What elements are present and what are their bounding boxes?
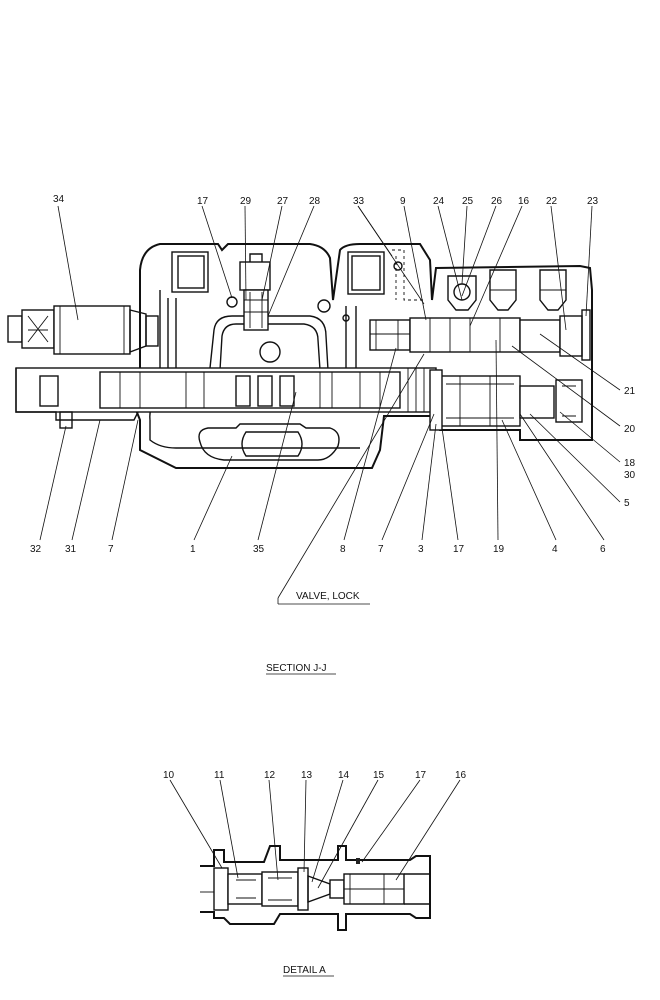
part-number: 19 — [493, 544, 505, 555]
part-number: 26 — [491, 196, 503, 207]
part-number: 7 — [108, 544, 114, 555]
part-number: 16 — [455, 770, 467, 781]
part-number: 3 — [418, 544, 424, 555]
part-number: 13 — [301, 770, 313, 781]
lock-valve-assembly — [369, 249, 591, 431]
part-number: 25 — [462, 196, 474, 207]
part-number: 33 — [353, 196, 365, 207]
part-number: 17 — [197, 196, 209, 207]
part-number: 12 — [264, 770, 276, 781]
part-number: 17 — [453, 544, 465, 555]
part-number: 21 — [624, 386, 636, 397]
leader-lines — [39, 205, 621, 889]
part-number: 15 — [373, 770, 385, 781]
part-number: 28 — [309, 196, 321, 207]
part-number: 8 — [340, 544, 346, 555]
part-number: 9 — [400, 196, 406, 207]
part-number: 5 — [624, 498, 630, 509]
valve-lock-callout: VALVE, LOCK — [296, 591, 360, 602]
part-number: 35 — [253, 544, 265, 555]
part-number: 29 — [240, 196, 252, 207]
part-number: 4 — [552, 544, 558, 555]
part-number: 14 — [338, 770, 350, 781]
part-number: 24 — [433, 196, 445, 207]
detail-a-drawing — [200, 845, 431, 931]
part-number: 6 — [600, 544, 606, 555]
part-number: 30 — [624, 470, 636, 481]
detail-title: DETAIL A — [283, 965, 326, 976]
main-spool — [15, 367, 437, 429]
part-number: 11 — [214, 770, 225, 781]
part-number: 22 — [546, 196, 558, 207]
part-number: 17 — [415, 770, 427, 781]
part-number: 20 — [624, 424, 636, 435]
check-valve-upper — [239, 253, 271, 331]
part-number: 23 — [587, 196, 599, 207]
part-number: 27 — [277, 196, 289, 207]
part-number: 10 — [163, 770, 175, 781]
part-number: 31 — [65, 544, 77, 555]
part-number: 7 — [378, 544, 384, 555]
section-title: SECTION J-J — [266, 663, 327, 674]
part-number: 1 — [190, 544, 196, 555]
valve-body-section — [134, 243, 593, 469]
part-number: 18 — [624, 458, 636, 469]
part-number: 16 — [518, 196, 530, 207]
solenoid-valve — [7, 305, 159, 355]
part-number: 34 — [53, 194, 65, 205]
part-number: 32 — [30, 544, 42, 555]
detail-part-number-labels: 10 11 12 13 14 15 17 16 — [163, 770, 467, 781]
part-number-labels: 34 17 29 27 28 33 9 24 25 26 16 22 23 21… — [30, 194, 636, 555]
